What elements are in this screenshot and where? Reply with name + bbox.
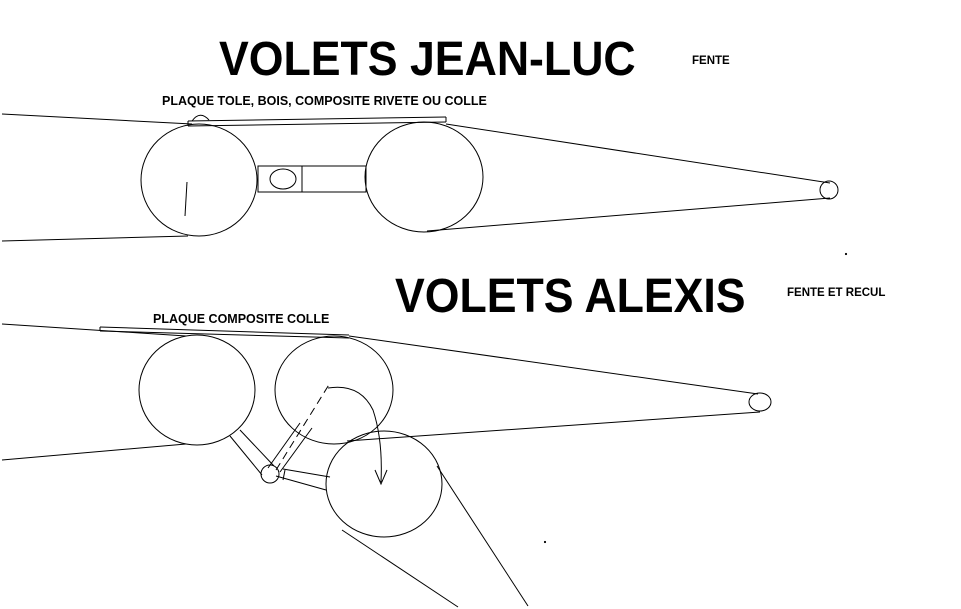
top-tag: FENTE — [692, 55, 730, 67]
bottom-lower-link-end — [282, 469, 286, 481]
bottom-plate-label: PLAQUE COMPOSITE COLLE — [153, 312, 330, 326]
top-title: VOLETS JEAN-LUC — [219, 33, 636, 86]
top-rear-roller — [364, 121, 484, 233]
top-wing-upper-line — [1, 113, 193, 125]
top-front-roller — [140, 123, 258, 237]
top-flap-lower-line — [426, 197, 831, 232]
bottom-left-arm-b — [239, 429, 275, 467]
bottom-lower-link-a — [275, 475, 327, 491]
bottom-deployed-flap-lower — [341, 529, 459, 608]
top-plate-under — [187, 121, 447, 127]
top-roller-mark — [184, 181, 188, 217]
top-flap-upper-line — [445, 123, 831, 184]
bottom-plate-under — [99, 330, 350, 339]
stray-dot-2 — [543, 540, 547, 544]
top-pivot — [269, 168, 297, 190]
bottom-left-arm-a — [229, 435, 263, 476]
bottom-middle-roller — [274, 335, 394, 445]
top-wing-lower-line — [1, 235, 189, 242]
bottom-flap-upper-line — [348, 335, 759, 395]
bottom-lower-link-b — [282, 468, 331, 478]
bottom-motion-arrow — [327, 386, 382, 483]
bottom-motion-arrowhead — [374, 469, 388, 486]
bottom-right-arm-a — [267, 422, 301, 469]
bottom-front-roller — [138, 334, 256, 446]
bottom-plate — [99, 326, 350, 336]
top-trailing-edge — [819, 180, 839, 200]
top-flap-assembly — [1, 113, 839, 242]
bottom-flap-assembly — [1, 252, 848, 608]
bottom-tag: FENTE ET RECUL — [787, 287, 886, 299]
top-plate-label: PLAQUE TOLE, BOIS, COMPOSITE RIVETE OU C… — [162, 94, 487, 108]
top-connector-bar — [257, 165, 367, 193]
bottom-right-arm-b — [279, 427, 313, 473]
top-rivet — [191, 114, 210, 122]
stray-dot-1 — [844, 252, 848, 256]
bottom-deployed-roller — [325, 430, 443, 538]
top-plate — [187, 116, 447, 122]
bottom-trailing-edge — [748, 392, 772, 412]
bottom-flap-lower-line — [346, 411, 761, 442]
bottom-wing-lower-line — [1, 443, 187, 461]
bottom-pivot — [260, 464, 280, 484]
bottom-dashed-path — [275, 382, 331, 471]
bottom-title: VOLETS ALEXIS — [395, 270, 746, 323]
bottom-wing-upper-line — [1, 323, 187, 337]
bottom-deployed-flap-upper — [436, 465, 529, 607]
